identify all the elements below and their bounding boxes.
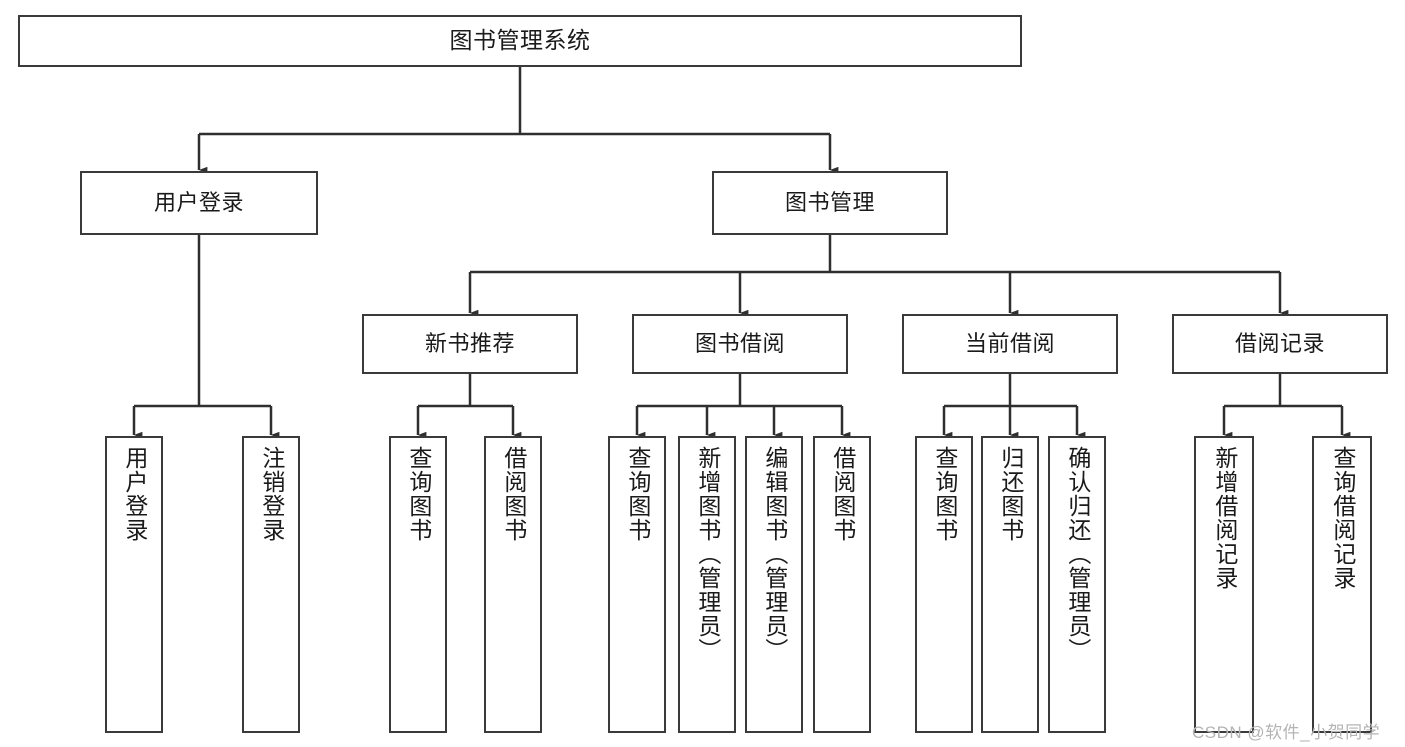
node-leaf-borrow-book-1[interactable]: 借阅图书 <box>484 436 542 733</box>
node-leaf-query-record[interactable]: 查询借阅记录 <box>1312 436 1372 733</box>
node-label: 当前借阅 <box>964 330 1055 356</box>
node-label: 用户登录 <box>153 189 244 215</box>
node-label: 借阅图书 <box>500 446 527 542</box>
node-label: 查询借阅记录 <box>1329 446 1356 590</box>
node-user-login[interactable]: 用户登录 <box>80 171 318 235</box>
node-label: 图书管理 <box>784 189 875 215</box>
node-label: 借阅记录 <box>1234 330 1325 356</box>
node-root[interactable]: 图书管理系统 <box>18 15 1022 67</box>
node-leaf-add-book[interactable]: 新增图书（管理员） <box>678 436 736 733</box>
node-leaf-logout[interactable]: 注销登录 <box>242 436 300 733</box>
node-label: 注销登录 <box>258 446 285 542</box>
csdn-watermark: CSDN @软件_小贺同学 <box>1192 723 1381 742</box>
node-leaf-borrow-book-2[interactable]: 借阅图书 <box>813 436 871 733</box>
node-label: 归还图书 <box>997 446 1024 542</box>
node-leaf-user-login[interactable]: 用户登录 <box>105 436 163 733</box>
node-label: 查询图书 <box>624 446 651 542</box>
node-leaf-query-book-3[interactable]: 查询图书 <box>915 436 973 733</box>
node-borrow-record[interactable]: 借阅记录 <box>1172 314 1388 374</box>
node-label: 查询图书 <box>931 446 958 542</box>
node-label: 用户登录 <box>121 446 148 542</box>
node-leaf-edit-book[interactable]: 编辑图书（管理员） <box>745 436 803 733</box>
node-label: 新增图书（管理员） <box>694 446 721 662</box>
node-leaf-confirm-return[interactable]: 确认归还（管理员） <box>1048 436 1106 733</box>
node-current-borrow[interactable]: 当前借阅 <box>902 314 1118 374</box>
node-leaf-add-record[interactable]: 新增借阅记录 <box>1194 436 1254 733</box>
node-leaf-query-book-1[interactable]: 查询图书 <box>389 436 447 733</box>
node-label: 图书借阅 <box>694 330 785 356</box>
node-label: 新增借阅记录 <box>1211 446 1238 590</box>
node-new-book-rec[interactable]: 新书推荐 <box>362 314 578 374</box>
node-label: 确认归还（管理员） <box>1064 446 1091 662</box>
node-label: 新书推荐 <box>424 330 515 356</box>
node-label: 图书管理系统 <box>449 27 591 54</box>
node-label: 编辑图书（管理员） <box>761 446 788 662</box>
node-label: 借阅图书 <box>829 446 856 542</box>
node-leaf-return-book[interactable]: 归还图书 <box>981 436 1039 733</box>
node-book-manage[interactable]: 图书管理 <box>712 171 948 235</box>
connector-lines <box>132 67 1351 439</box>
node-label: 查询图书 <box>405 446 432 542</box>
node-leaf-query-book-2[interactable]: 查询图书 <box>608 436 666 733</box>
node-book-borrow[interactable]: 图书借阅 <box>632 314 848 374</box>
